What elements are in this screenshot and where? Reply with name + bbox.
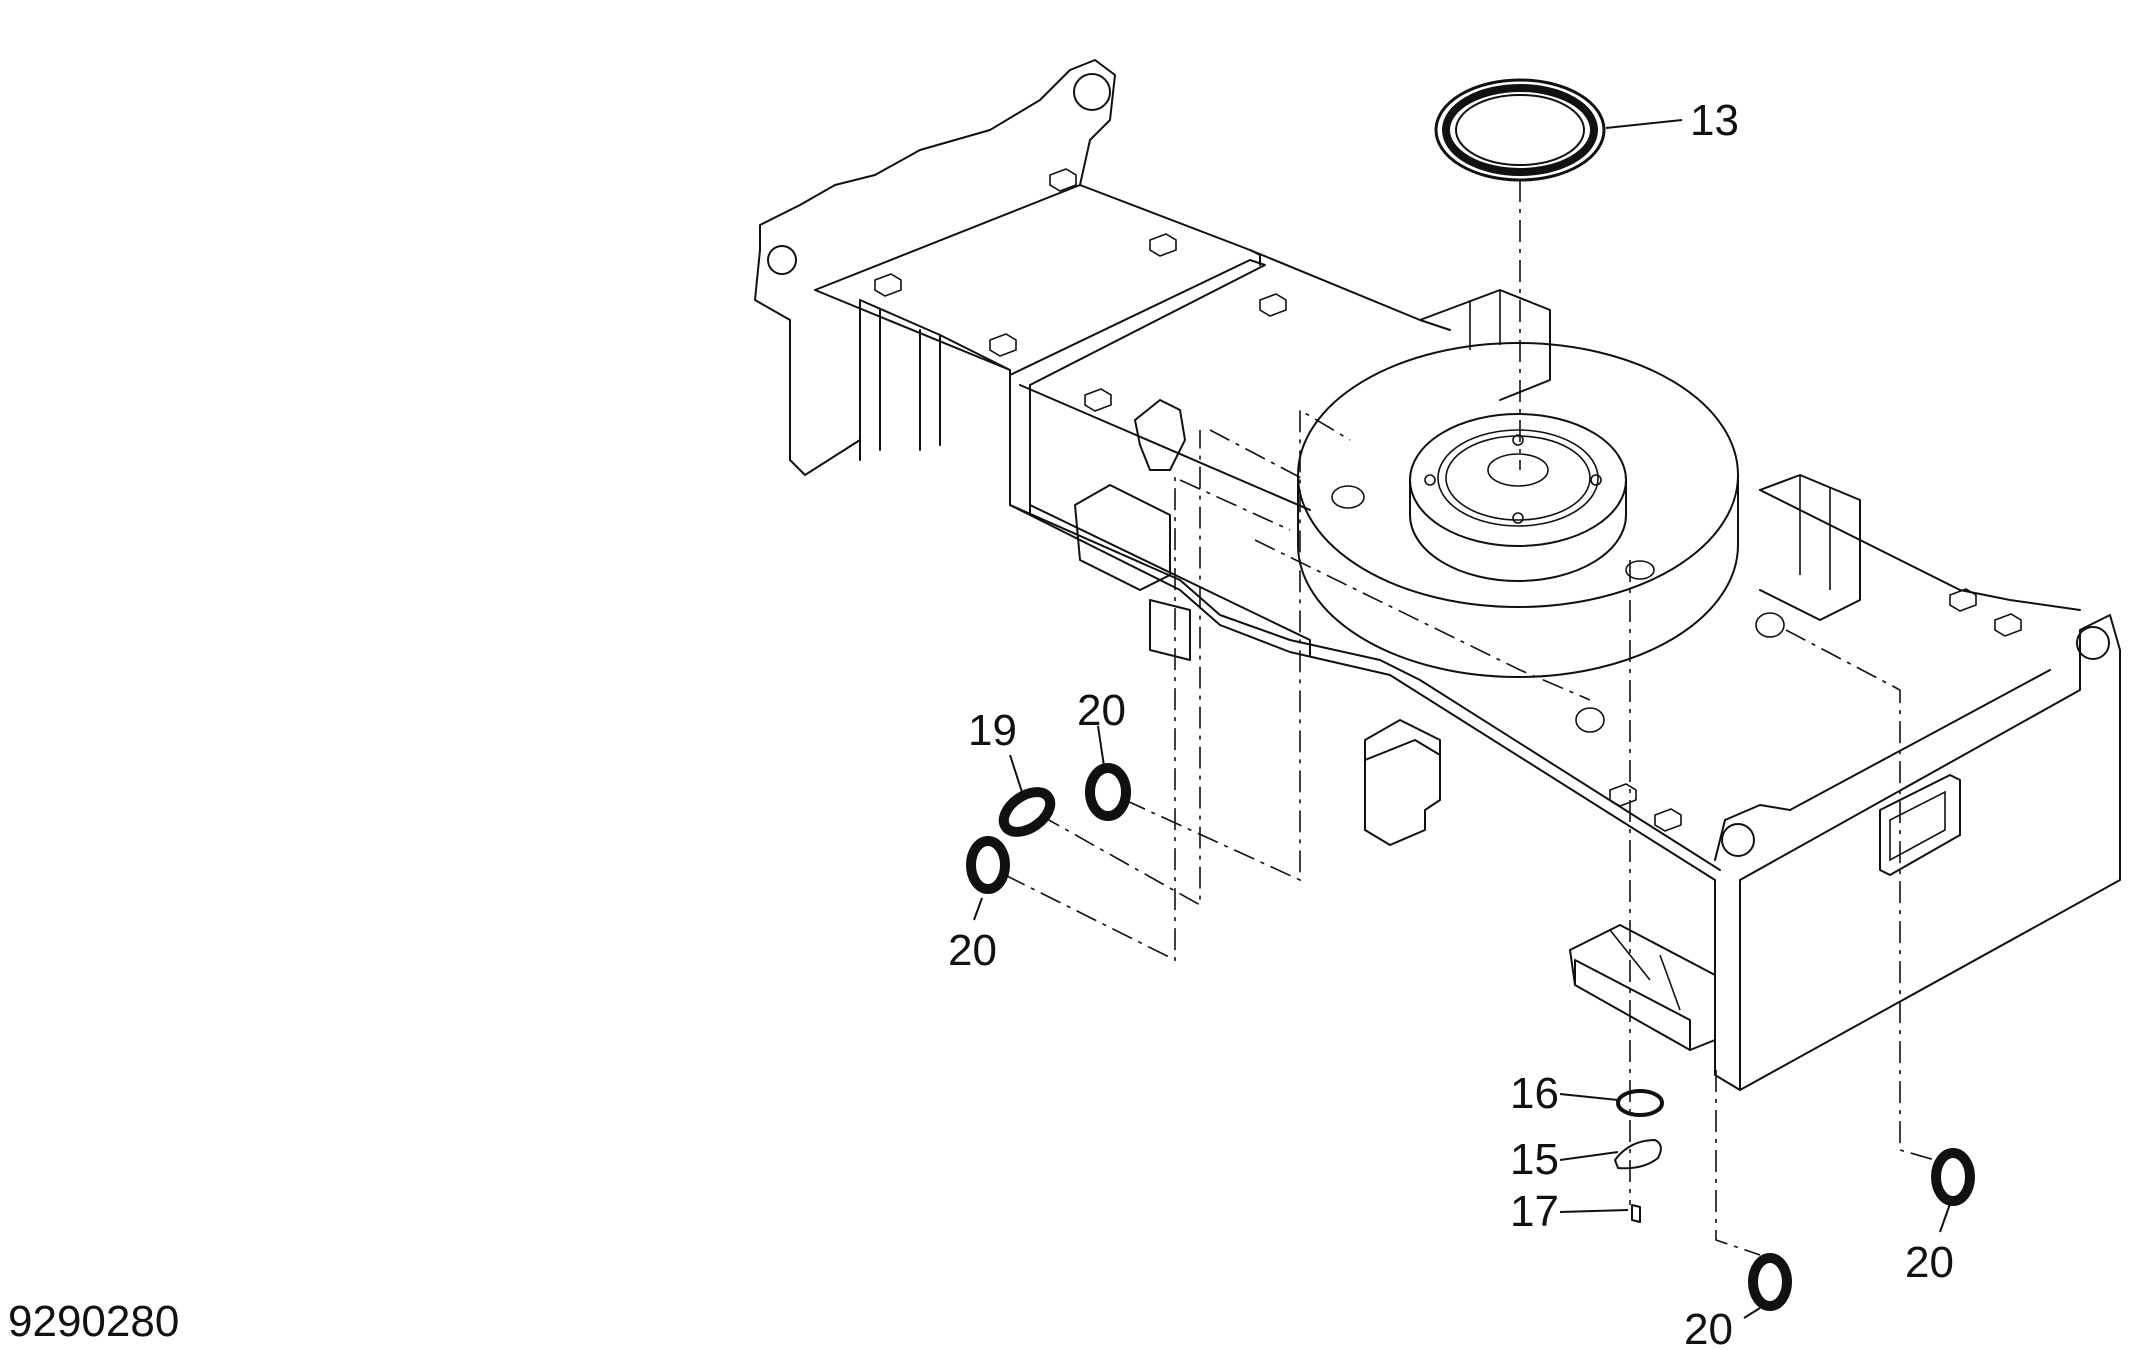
callout-15: 15 [1510, 1135, 1559, 1184]
callout-17: 17 [1510, 1187, 1559, 1236]
callout-20-right: 20 [1905, 1238, 1954, 1287]
callout-16: 16 [1510, 1069, 1559, 1118]
callout-20-bottom: 20 [1684, 1305, 1733, 1345]
callout-19: 19 [968, 706, 1017, 755]
frame-body [754, 59, 2121, 1091]
callout-leaders [973, 119, 1951, 1319]
callout-20-left: 20 [948, 926, 997, 975]
callout-13: 13 [1690, 96, 1739, 145]
small-parts [1614, 1089, 1664, 1223]
document-number: 9290280 [8, 1297, 179, 1345]
swing-circle [1297, 342, 1785, 733]
deck-clips [874, 168, 2022, 832]
bushings [966, 763, 1975, 1311]
callout-20-top: 20 [1077, 686, 1126, 735]
assembly-lines [1004, 180, 1936, 1256]
seal-ring-part [1434, 78, 1606, 182]
